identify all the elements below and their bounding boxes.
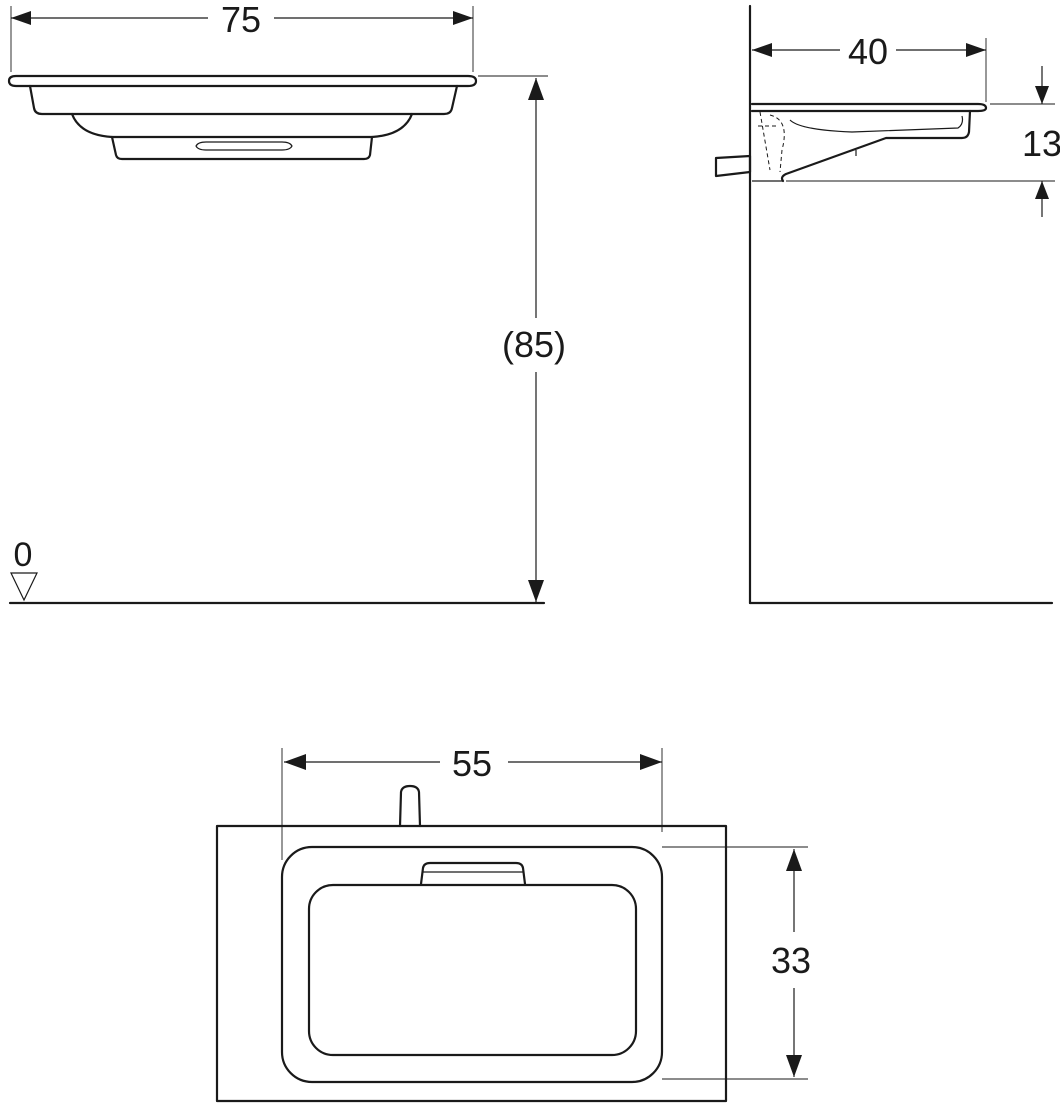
floor-level-label: 0 [14, 536, 33, 574]
side-drain-pipe [714, 154, 752, 178]
side-basin-inner [789, 115, 964, 133]
side-thickness-label: 13 [1022, 123, 1060, 164]
top-basin-outline [215, 824, 728, 1103]
front-drain-slot [195, 141, 293, 151]
side-depth-label: 40 [848, 31, 888, 72]
side-thickness-arrow-top [1035, 86, 1049, 104]
top-width-arrow-left [284, 754, 306, 770]
front-basin-bowl [28, 84, 459, 116]
top-bowl-outer [280, 845, 664, 1084]
front-height-arrow-bottom [528, 580, 544, 602]
side-depth-arrow-right [966, 43, 986, 57]
front-width-arrow-left [11, 11, 31, 25]
top-drain-slot [419, 861, 527, 886]
floor-level-marker [10, 572, 38, 602]
front-width-arrow-right [453, 11, 473, 25]
top-depth-label: 33 [771, 940, 811, 981]
front-basin-rim [7, 74, 478, 88]
side-basin-top [750, 102, 988, 113]
top-bowl-inner [307, 883, 638, 1057]
top-tap-stub [398, 784, 422, 828]
front-width-label: 75 [221, 0, 261, 40]
front-view: 75 (85) 0 [7, 0, 566, 605]
top-width-label: 55 [452, 743, 492, 784]
side-hidden-lines [758, 111, 785, 173]
front-height-arrow-top [528, 78, 544, 100]
front-height-label: (85) [502, 324, 566, 365]
side-view: 40 13 [714, 4, 1060, 605]
front-drawer [110, 135, 374, 161]
top-depth-arrow-top [786, 849, 802, 871]
front-basin-lower [70, 112, 414, 139]
side-thickness-arrow-bottom [1035, 181, 1049, 199]
top-depth-arrow-bottom [786, 1055, 802, 1077]
side-depth-arrow-left [752, 43, 772, 57]
top-width-arrow-right [640, 754, 662, 770]
side-basin-body [780, 109, 972, 183]
top-view: 55 33 [215, 743, 811, 1103]
